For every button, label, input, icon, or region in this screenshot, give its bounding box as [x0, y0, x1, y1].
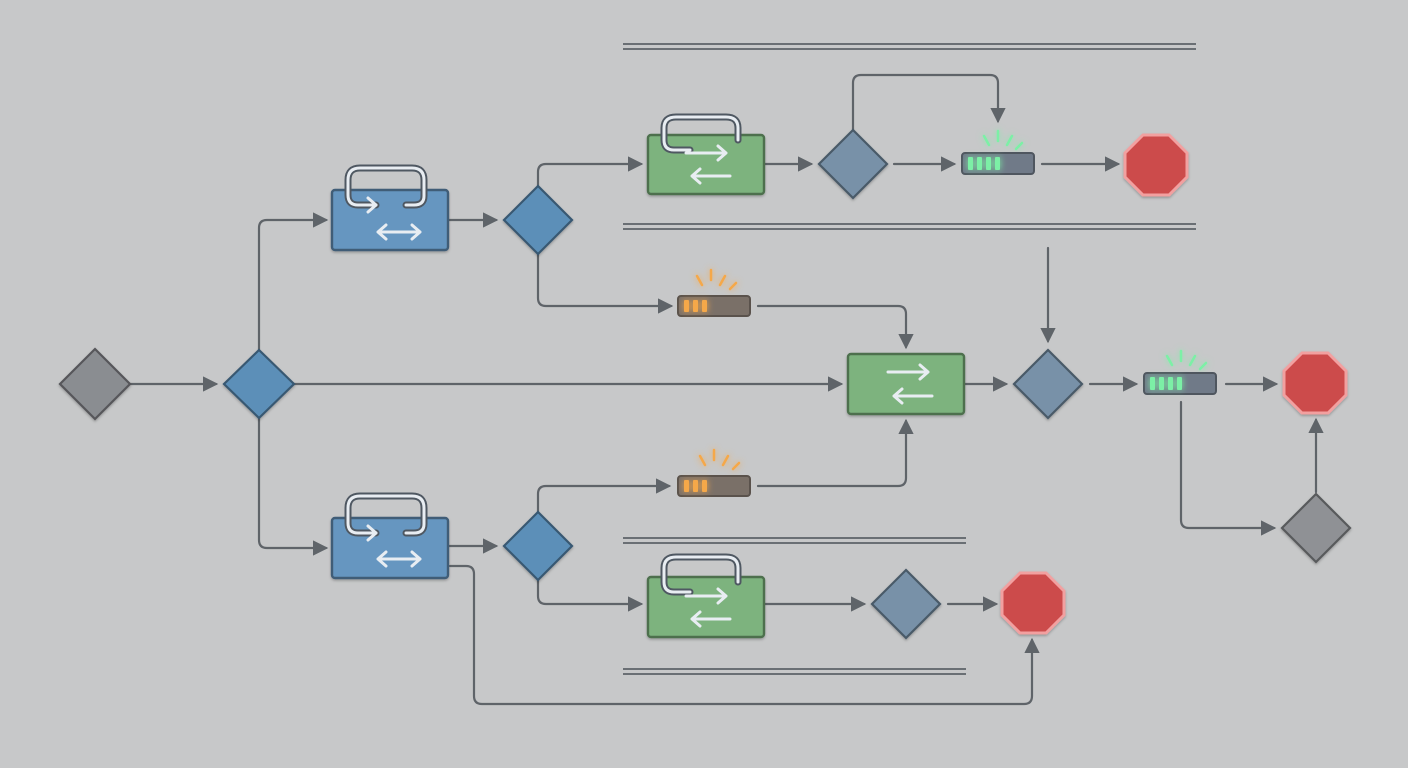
decision-diamond-center[interactable] — [1012, 348, 1084, 420]
loop-bidirectional-icon — [344, 492, 428, 568]
warning-indicator-lower — [677, 448, 751, 497]
lane-divider-top — [623, 43, 1196, 50]
edge-decision-top-right-loop-to-status-top — [851, 73, 1006, 132]
glow-rays-icon — [695, 268, 738, 291]
decision-diamond-top[interactable] — [502, 184, 574, 256]
edge-warn-lower-to-swap-center — [756, 418, 914, 488]
glow-rays-icon — [982, 129, 1024, 151]
loop-process-box-top[interactable] — [330, 164, 450, 252]
status-indicator-center — [1143, 349, 1217, 395]
decision-diamond-top-right[interactable] — [817, 128, 889, 200]
stop-terminator-top[interactable] — [1123, 133, 1189, 197]
swap-process-box-top[interactable] — [646, 113, 766, 196]
swap-process-box-bottom[interactable] — [646, 553, 766, 639]
loop-swap-icon — [660, 553, 742, 628]
edge-decision-top-to-warn-upper — [536, 252, 674, 314]
edge-status-center-to-decision-right-bottom — [1179, 400, 1277, 536]
edge-split-to-loop-bottom — [257, 416, 329, 556]
glow-rays-icon — [698, 448, 741, 471]
decision-diamond-main-split[interactable] — [222, 348, 296, 420]
glow-rays-icon — [1165, 349, 1208, 371]
stop-terminator-bottom[interactable] — [1000, 571, 1066, 635]
status-indicator-top — [961, 129, 1035, 175]
decision-diamond-right-bottom[interactable] — [1280, 492, 1352, 564]
stop-terminator-right[interactable] — [1282, 351, 1348, 415]
swap-process-box-center[interactable] — [846, 352, 966, 416]
edge-decision-bottom-to-warn-lower — [536, 478, 672, 514]
loop-swap-icon — [660, 113, 742, 185]
connectors — [128, 73, 1324, 706]
loop-process-box-bottom[interactable] — [330, 492, 450, 580]
lane-divider-bottom — [623, 668, 966, 675]
decision-diamond-bottom-right[interactable] — [870, 568, 942, 640]
edge-loop-bottom-to-stop-bottom — [448, 564, 1040, 706]
edge-warn-upper-to-swap-center — [756, 304, 914, 350]
decision-diamond-bottom[interactable] — [502, 510, 574, 582]
edge-split-to-loop-top — [257, 212, 329, 352]
lane-divider-upper-middle — [623, 223, 1196, 230]
loop-bidirectional-icon — [344, 164, 428, 241]
edge-decision-top-to-swap-top — [536, 156, 644, 188]
warning-indicator-upper — [677, 268, 751, 317]
lane-divider-lower-middle — [623, 537, 966, 544]
start-diamond[interactable] — [58, 347, 132, 421]
edge-decision-bottom-to-swap-bottom — [536, 578, 644, 612]
swap-icon — [886, 363, 934, 405]
